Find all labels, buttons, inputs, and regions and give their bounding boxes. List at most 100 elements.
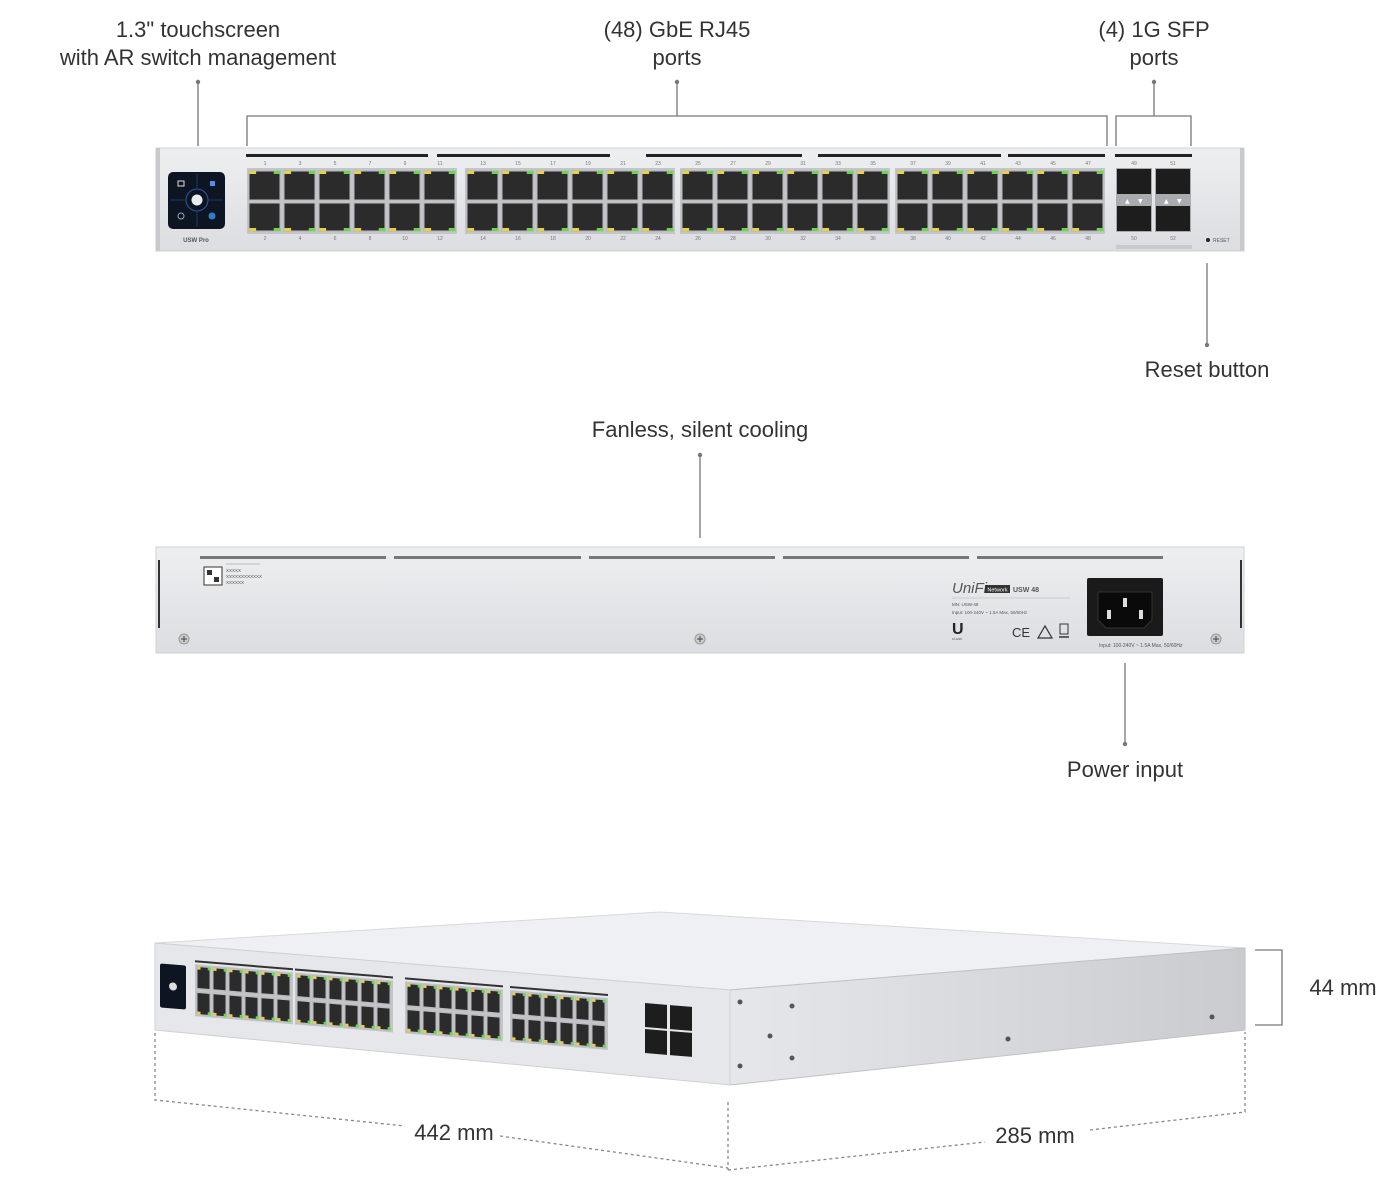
rj45-port[interactable] [606, 202, 639, 232]
rj45-port[interactable] [244, 969, 259, 995]
rj45-port[interactable] [212, 966, 227, 992]
rj45-port[interactable] [260, 970, 275, 996]
rj45-port[interactable] [248, 170, 281, 201]
sfp-port-pair[interactable]: ▲▼ [1116, 168, 1152, 232]
rj45-port[interactable] [406, 982, 421, 1008]
rj45-port[interactable] [276, 997, 291, 1024]
rj45-port[interactable] [896, 170, 929, 201]
rj45-port[interactable] [196, 965, 211, 991]
rj45-port[interactable] [328, 1002, 343, 1028]
rj45-port[interactable] [931, 170, 964, 201]
rj45-port[interactable] [353, 202, 386, 232]
rj45-port[interactable] [406, 1008, 421, 1034]
sfp-port[interactable] [1117, 169, 1151, 194]
touchscreen[interactable] [168, 172, 225, 229]
sfp-port[interactable] [1156, 169, 1190, 194]
rj45-port[interactable] [353, 170, 386, 201]
rj45-port[interactable] [228, 967, 243, 994]
rj45-port[interactable] [575, 996, 590, 1022]
rj45-port[interactable] [501, 202, 534, 232]
rj45-port[interactable] [196, 991, 211, 1017]
rj45-port[interactable] [388, 202, 421, 232]
rj45-port[interactable] [376, 980, 391, 1006]
rj45-port[interactable] [591, 997, 606, 1023]
rj45-port[interactable] [559, 995, 574, 1021]
rj45-port[interactable] [681, 202, 714, 232]
rj45-port[interactable] [931, 202, 964, 232]
rj45-port[interactable] [716, 202, 749, 232]
sfp-port[interactable] [1117, 206, 1151, 231]
rj45-port[interactable] [486, 1015, 501, 1041]
rj45-port[interactable] [312, 1000, 327, 1027]
rj45-port[interactable] [388, 170, 421, 201]
rj45-port[interactable] [511, 1017, 526, 1043]
rj45-port[interactable] [318, 202, 351, 232]
rj45-port[interactable] [966, 202, 999, 232]
sfp-port[interactable] [1156, 206, 1190, 231]
rj45-port[interactable] [470, 987, 485, 1013]
rj45-port[interactable] [344, 977, 359, 1003]
rj45-port[interactable] [328, 976, 343, 1002]
rj45-port[interactable] [527, 1018, 542, 1044]
power-socket[interactable] [1087, 578, 1163, 636]
rj45-port[interactable] [466, 170, 499, 201]
rj45-port[interactable] [486, 989, 501, 1015]
rj45-port[interactable] [423, 170, 456, 201]
rj45-port[interactable] [1001, 170, 1034, 201]
rj45-port[interactable] [360, 1004, 375, 1030]
rj45-port[interactable] [575, 1022, 590, 1048]
reset-button[interactable] [1206, 238, 1210, 242]
rj45-port[interactable] [536, 202, 569, 232]
rj45-port[interactable] [681, 170, 714, 201]
rj45-port[interactable] [641, 202, 674, 232]
rj45-port[interactable] [641, 170, 674, 201]
rj45-port[interactable] [501, 170, 534, 201]
rj45-port[interactable] [438, 985, 453, 1011]
rj45-port[interactable] [527, 992, 542, 1018]
rj45-port[interactable] [344, 1003, 359, 1029]
rj45-port[interactable] [786, 170, 819, 201]
rj45-port[interactable] [571, 202, 604, 232]
rj45-port[interactable] [296, 973, 311, 999]
rj45-port[interactable] [591, 1023, 606, 1049]
rj45-port[interactable] [360, 978, 375, 1004]
rj45-port[interactable] [536, 170, 569, 201]
sfp-port-pair[interactable]: ▲▼ [1155, 168, 1191, 232]
rj45-port[interactable] [821, 170, 854, 201]
rj45-port[interactable] [856, 202, 889, 232]
rj45-port[interactable] [283, 170, 316, 201]
rj45-port[interactable] [276, 971, 291, 998]
rj45-port[interactable] [423, 202, 456, 232]
rj45-port[interactable] [454, 1012, 469, 1038]
rj45-port[interactable] [543, 1019, 558, 1045]
rj45-port[interactable] [283, 202, 316, 232]
rj45-port[interactable] [244, 995, 259, 1021]
rj45-port[interactable] [312, 974, 327, 1001]
rj45-port[interactable] [543, 993, 558, 1019]
rj45-port[interactable] [422, 983, 437, 1010]
rj45-port[interactable] [466, 202, 499, 232]
rj45-port[interactable] [966, 170, 999, 201]
rj45-port[interactable] [716, 170, 749, 201]
rj45-port[interactable] [751, 202, 784, 232]
rj45-port[interactable] [422, 1009, 437, 1036]
rj45-port[interactable] [376, 1006, 391, 1032]
rj45-port[interactable] [296, 999, 311, 1025]
rj45-port[interactable] [856, 170, 889, 201]
rj45-port[interactable] [470, 1013, 485, 1039]
rj45-port[interactable] [248, 202, 281, 232]
rj45-port[interactable] [454, 986, 469, 1012]
rj45-port[interactable] [751, 170, 784, 201]
rj45-port[interactable] [896, 202, 929, 232]
rj45-port[interactable] [212, 992, 227, 1018]
rj45-port[interactable] [786, 202, 819, 232]
rj45-port[interactable] [606, 170, 639, 201]
rj45-port[interactable] [1071, 202, 1104, 232]
rj45-port[interactable] [1036, 170, 1069, 201]
rj45-port[interactable] [228, 993, 243, 1020]
rj45-port[interactable] [318, 170, 351, 201]
rj45-port[interactable] [571, 170, 604, 201]
rj45-port[interactable] [438, 1011, 453, 1037]
rj45-port[interactable] [1036, 202, 1069, 232]
rj45-port[interactable] [559, 1021, 574, 1047]
